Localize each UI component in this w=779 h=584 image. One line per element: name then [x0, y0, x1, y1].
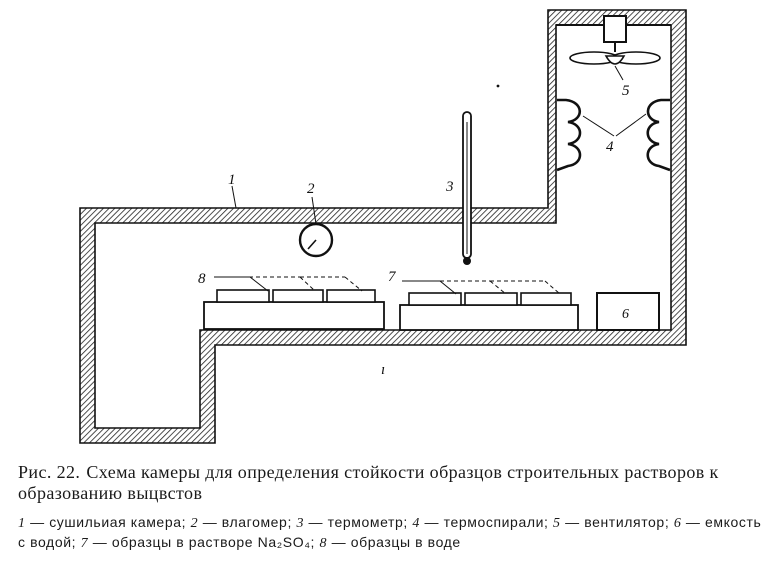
sample-block [326, 289, 376, 303]
leader-8 [344, 276, 363, 292]
legend-item: 5 — вентилятор; [553, 514, 670, 531]
legend-number: 3 [296, 516, 305, 531]
label-7: 7 [388, 269, 397, 285]
tray-left [203, 301, 385, 330]
heating-coil-right [646, 98, 671, 172]
legend-number: 4 [412, 516, 421, 531]
fan-leader [614, 65, 624, 81]
legend-number: 2 [190, 516, 199, 531]
leader-7 [439, 280, 457, 295]
chamber-wall [79, 9, 687, 444]
sample-block [464, 292, 518, 306]
sample-block [216, 289, 270, 303]
legend-number: 5 [553, 516, 561, 531]
legend-item: 3 — термометр; [296, 514, 408, 531]
leader-7 [489, 280, 507, 295]
chamber-leader [231, 185, 237, 209]
heating-coils [556, 98, 671, 172]
leader-8 [249, 276, 269, 292]
legend-text: — емкость с водой; [18, 514, 762, 550]
figure-legend: 1 — сушильиая камера; 2 — влагомер; 3 — … [18, 513, 766, 553]
legend-text: — термоспирали; [424, 514, 549, 530]
water-container [596, 292, 660, 331]
legend-item: 2 — влагомер; [190, 514, 292, 531]
fan-hub [604, 55, 626, 65]
label-3: 3 [445, 179, 454, 195]
label-4: 4 [606, 139, 614, 155]
legend-text: — сушильиая камера; [30, 514, 187, 530]
water-container-box [596, 292, 660, 331]
tray-salt-solution-samples [399, 280, 579, 331]
caption-text: Схема камеры для определения стойкости о… [18, 462, 719, 503]
label-2: 2 [307, 181, 315, 197]
chamber-walls [79, 9, 687, 444]
fan [556, 15, 671, 81]
sample-block [272, 289, 324, 303]
tray-water-samples [203, 276, 385, 330]
label-5: 5 [622, 83, 630, 99]
legend-text: — образцы в растворе Na₂SO₄; [92, 534, 316, 550]
thermometer [462, 111, 472, 265]
label-1: 1 [228, 172, 236, 188]
sample-block [520, 292, 572, 306]
tray-right [399, 304, 579, 331]
legend-number: 8 [319, 536, 328, 551]
label-8: 8 [198, 271, 206, 287]
legend-item: 1 — сушильиая камера; [18, 514, 187, 531]
coil-leader-right [615, 113, 647, 137]
legend-item: 8 — образцы в воде [319, 534, 461, 551]
legend-text: — влагомер; [202, 514, 292, 530]
label-6: 6 [622, 307, 629, 322]
leader-8 [299, 276, 316, 292]
floor-mark: ı [381, 362, 385, 378]
speck [496, 84, 500, 88]
hygrometer [298, 196, 334, 258]
coil-leader-left [582, 115, 615, 137]
legend-text: — образцы в воде [331, 534, 461, 550]
leader-7 [544, 280, 561, 295]
legend-number: 1 [18, 516, 26, 531]
fan-motor [603, 15, 627, 43]
legend-number: 6 [673, 516, 682, 531]
legend-text: — термометр; [308, 514, 408, 530]
hygrometer-leader [311, 196, 317, 225]
legend-item: 6 — емкость с водой; [18, 514, 761, 550]
legend-item: 4 — термоспирали; [412, 514, 549, 531]
sample-block [408, 292, 462, 306]
thermometer-bulb [463, 257, 471, 265]
figure-number: Рис. 22. [18, 462, 81, 482]
heating-coil-left [556, 98, 582, 172]
figure-caption: Рис. 22.Схема камеры для определения сто… [18, 462, 766, 504]
legend-item: 7 — образцы в растворе Na₂SO₄; [80, 534, 316, 551]
legend-number: 7 [80, 536, 89, 551]
legend-text: — вентилятор; [565, 514, 670, 530]
hygrometer-needle [307, 239, 317, 250]
